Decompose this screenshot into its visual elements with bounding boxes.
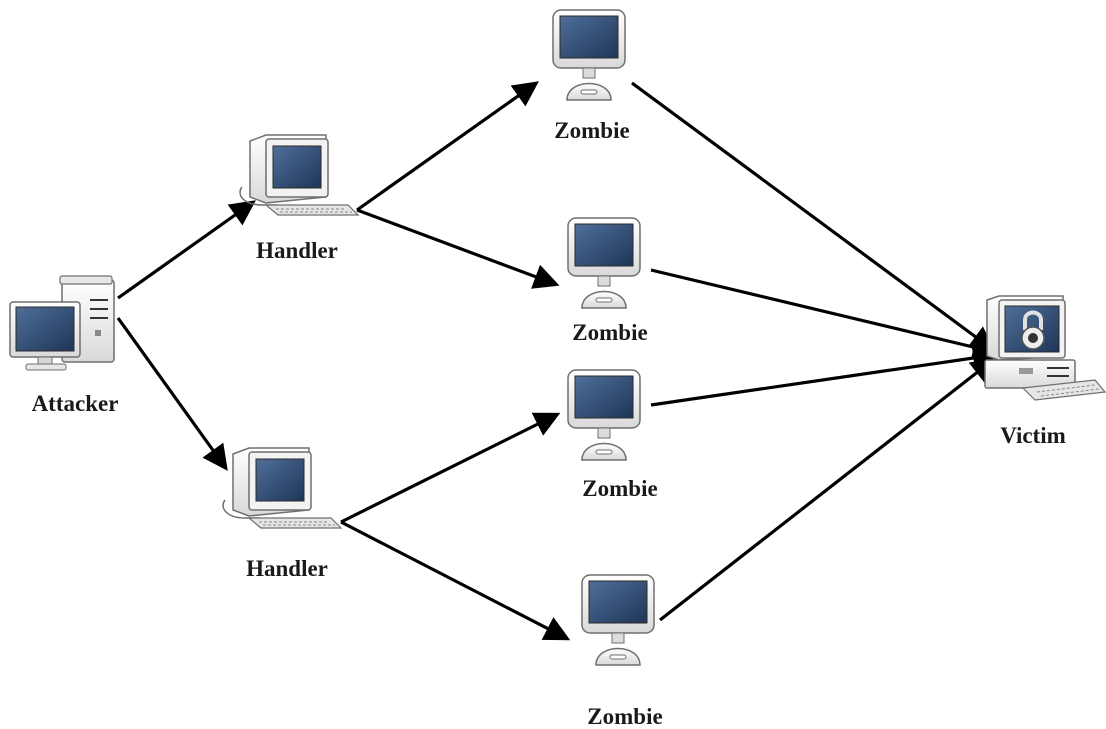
imac-monitor-icon xyxy=(567,369,641,461)
node-zombie-4: Zombie xyxy=(581,574,663,729)
desktop-tower-icon xyxy=(9,275,115,371)
zombie-2-label: Zombie xyxy=(572,320,647,345)
handler-2-label: Handler xyxy=(246,556,328,581)
node-attacker: Attacker xyxy=(9,275,119,416)
zombie-3-label: Zombie xyxy=(582,476,657,501)
edge-attacker-handler-2 xyxy=(116,317,228,471)
edge-attacker-handler-1 xyxy=(117,200,256,300)
node-zombie-3: Zombie xyxy=(567,369,658,501)
crt-computer-icon xyxy=(239,134,360,216)
edge-handler-2-zombie-3 xyxy=(340,412,561,524)
attacker-label: Attacker xyxy=(32,391,119,416)
edge-zombie-3-victim xyxy=(650,345,999,407)
zombie-1-label: Zombie xyxy=(554,118,629,143)
edge-zombie-1-victim xyxy=(631,81,996,352)
edge-handler-1-zombie-2 xyxy=(356,208,560,289)
victim-label: Victim xyxy=(1000,423,1066,448)
node-zombie-1: Zombie xyxy=(552,9,630,143)
edge-zombie-2-victim xyxy=(650,268,999,360)
padlock-icon xyxy=(1021,310,1045,350)
node-victim: Victim xyxy=(984,295,1106,448)
edge-handler-2-zombie-4 xyxy=(340,520,571,641)
edge-handler-1-zombie-1 xyxy=(356,81,539,212)
node-zombie-2: Zombie xyxy=(567,217,648,345)
imac-monitor-icon xyxy=(581,574,655,666)
imac-monitor-icon xyxy=(567,217,641,309)
crt-computer-icon xyxy=(222,447,343,529)
handler-1-label: Handler xyxy=(256,238,338,263)
locked-computer-icon xyxy=(984,295,1106,401)
node-handler-1: Handler xyxy=(239,134,360,263)
imac-monitor-icon xyxy=(552,9,626,101)
zombie-4-label: Zombie xyxy=(587,704,662,729)
edges xyxy=(116,81,999,641)
node-handler-2: Handler xyxy=(222,447,343,581)
edge-zombie-4-victim xyxy=(659,357,997,622)
